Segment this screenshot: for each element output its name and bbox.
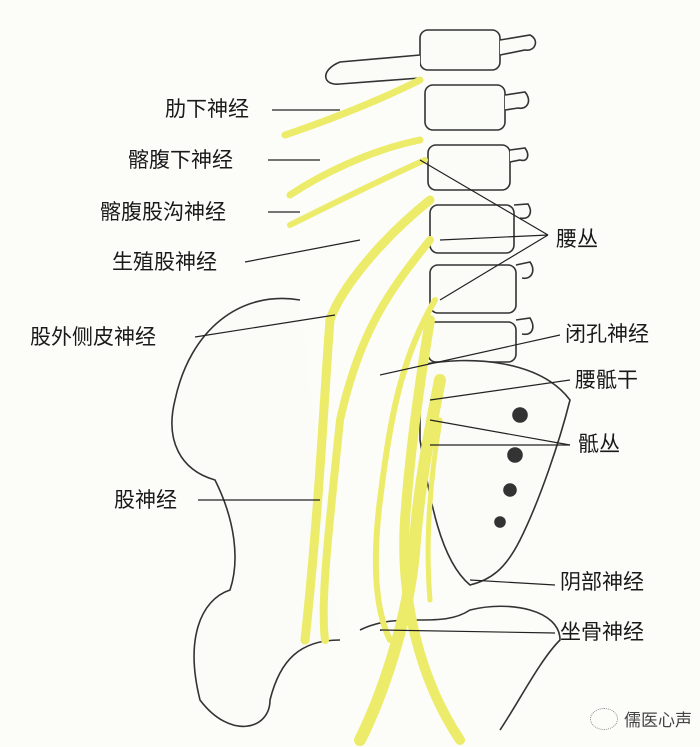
label-sciatic-nerve: 坐骨神经	[560, 620, 644, 644]
leader-line	[429, 379, 571, 401]
leader-line	[439, 234, 549, 241]
label-lateral-femoral-cutaneous-nerve: 股外侧皮神经	[30, 325, 156, 349]
sciatic-nerve	[354, 374, 446, 746]
femoral-nerve	[319, 236, 434, 644]
label-subcostal-nerve: 肋下神经	[165, 97, 249, 121]
sacral-foramen	[507, 447, 523, 463]
label-obturator-nerve: 闭孔神经	[565, 322, 649, 346]
label-ilioinguinal-nerve: 髂腹股沟神经	[100, 200, 226, 224]
sacral-foramen	[503, 483, 517, 497]
watermark-text: 儒医心声	[624, 711, 692, 731]
watermark: 儒医心声	[590, 706, 692, 731]
vertebra	[427, 144, 511, 191]
leader-lines	[194, 109, 571, 634]
pubis-outline	[359, 605, 561, 731]
leader-line	[379, 334, 561, 376]
ilium-outline	[171, 297, 341, 728]
transverse-process	[499, 34, 537, 56]
vertebra	[429, 204, 515, 254]
sacral-foramen	[494, 516, 506, 528]
ilioinguinal-nerve	[287, 157, 428, 228]
transverse-process	[504, 91, 530, 111]
leader-line	[379, 629, 556, 634]
watermark-logo-icon	[590, 707, 618, 730]
sacrum	[419, 359, 571, 586]
leader-line	[439, 234, 549, 301]
transverse-process	[515, 317, 534, 336]
leader-line	[419, 159, 549, 236]
label-pudendal-nerve: 阴部神经	[560, 570, 644, 594]
vertebra	[424, 84, 506, 131]
lateral-femoral-cutaneous-nerve	[300, 195, 435, 645]
lumbosacral-trunk	[399, 315, 465, 745]
label-iliohypogastric-nerve: 髂腹下神经	[128, 148, 233, 172]
subcostal-nerve	[281, 76, 424, 139]
vertebra	[419, 29, 501, 71]
vertebra	[429, 264, 517, 314]
leader-line	[194, 314, 336, 338]
label-lumbar-plexus: 腰丛	[556, 227, 598, 251]
label-lumbosacral-trunk: 腰骶干	[575, 368, 638, 392]
bones	[171, 29, 571, 731]
transverse-process	[515, 261, 534, 280]
iliohypogastric-nerve	[286, 136, 424, 199]
sacral-foramen	[512, 407, 528, 423]
leader-line	[429, 419, 571, 446]
lumbar-vertebrae	[324, 29, 537, 363]
obturator-nerve	[372, 297, 438, 643]
label-genitofemoral-nerve: 生殖股神经	[112, 250, 217, 274]
transverse-process	[513, 203, 532, 220]
twelfth-rib	[324, 54, 421, 85]
label-sacral-plexus: 骶丛	[578, 432, 620, 456]
label-femoral-nerve: 股神经	[114, 488, 177, 512]
vertebra	[427, 321, 517, 363]
nerves	[281, 76, 465, 746]
transverse-process	[509, 147, 529, 163]
pudendal-nerve	[425, 417, 443, 603]
leader-line	[469, 579, 556, 586]
leader-line	[244, 239, 361, 263]
